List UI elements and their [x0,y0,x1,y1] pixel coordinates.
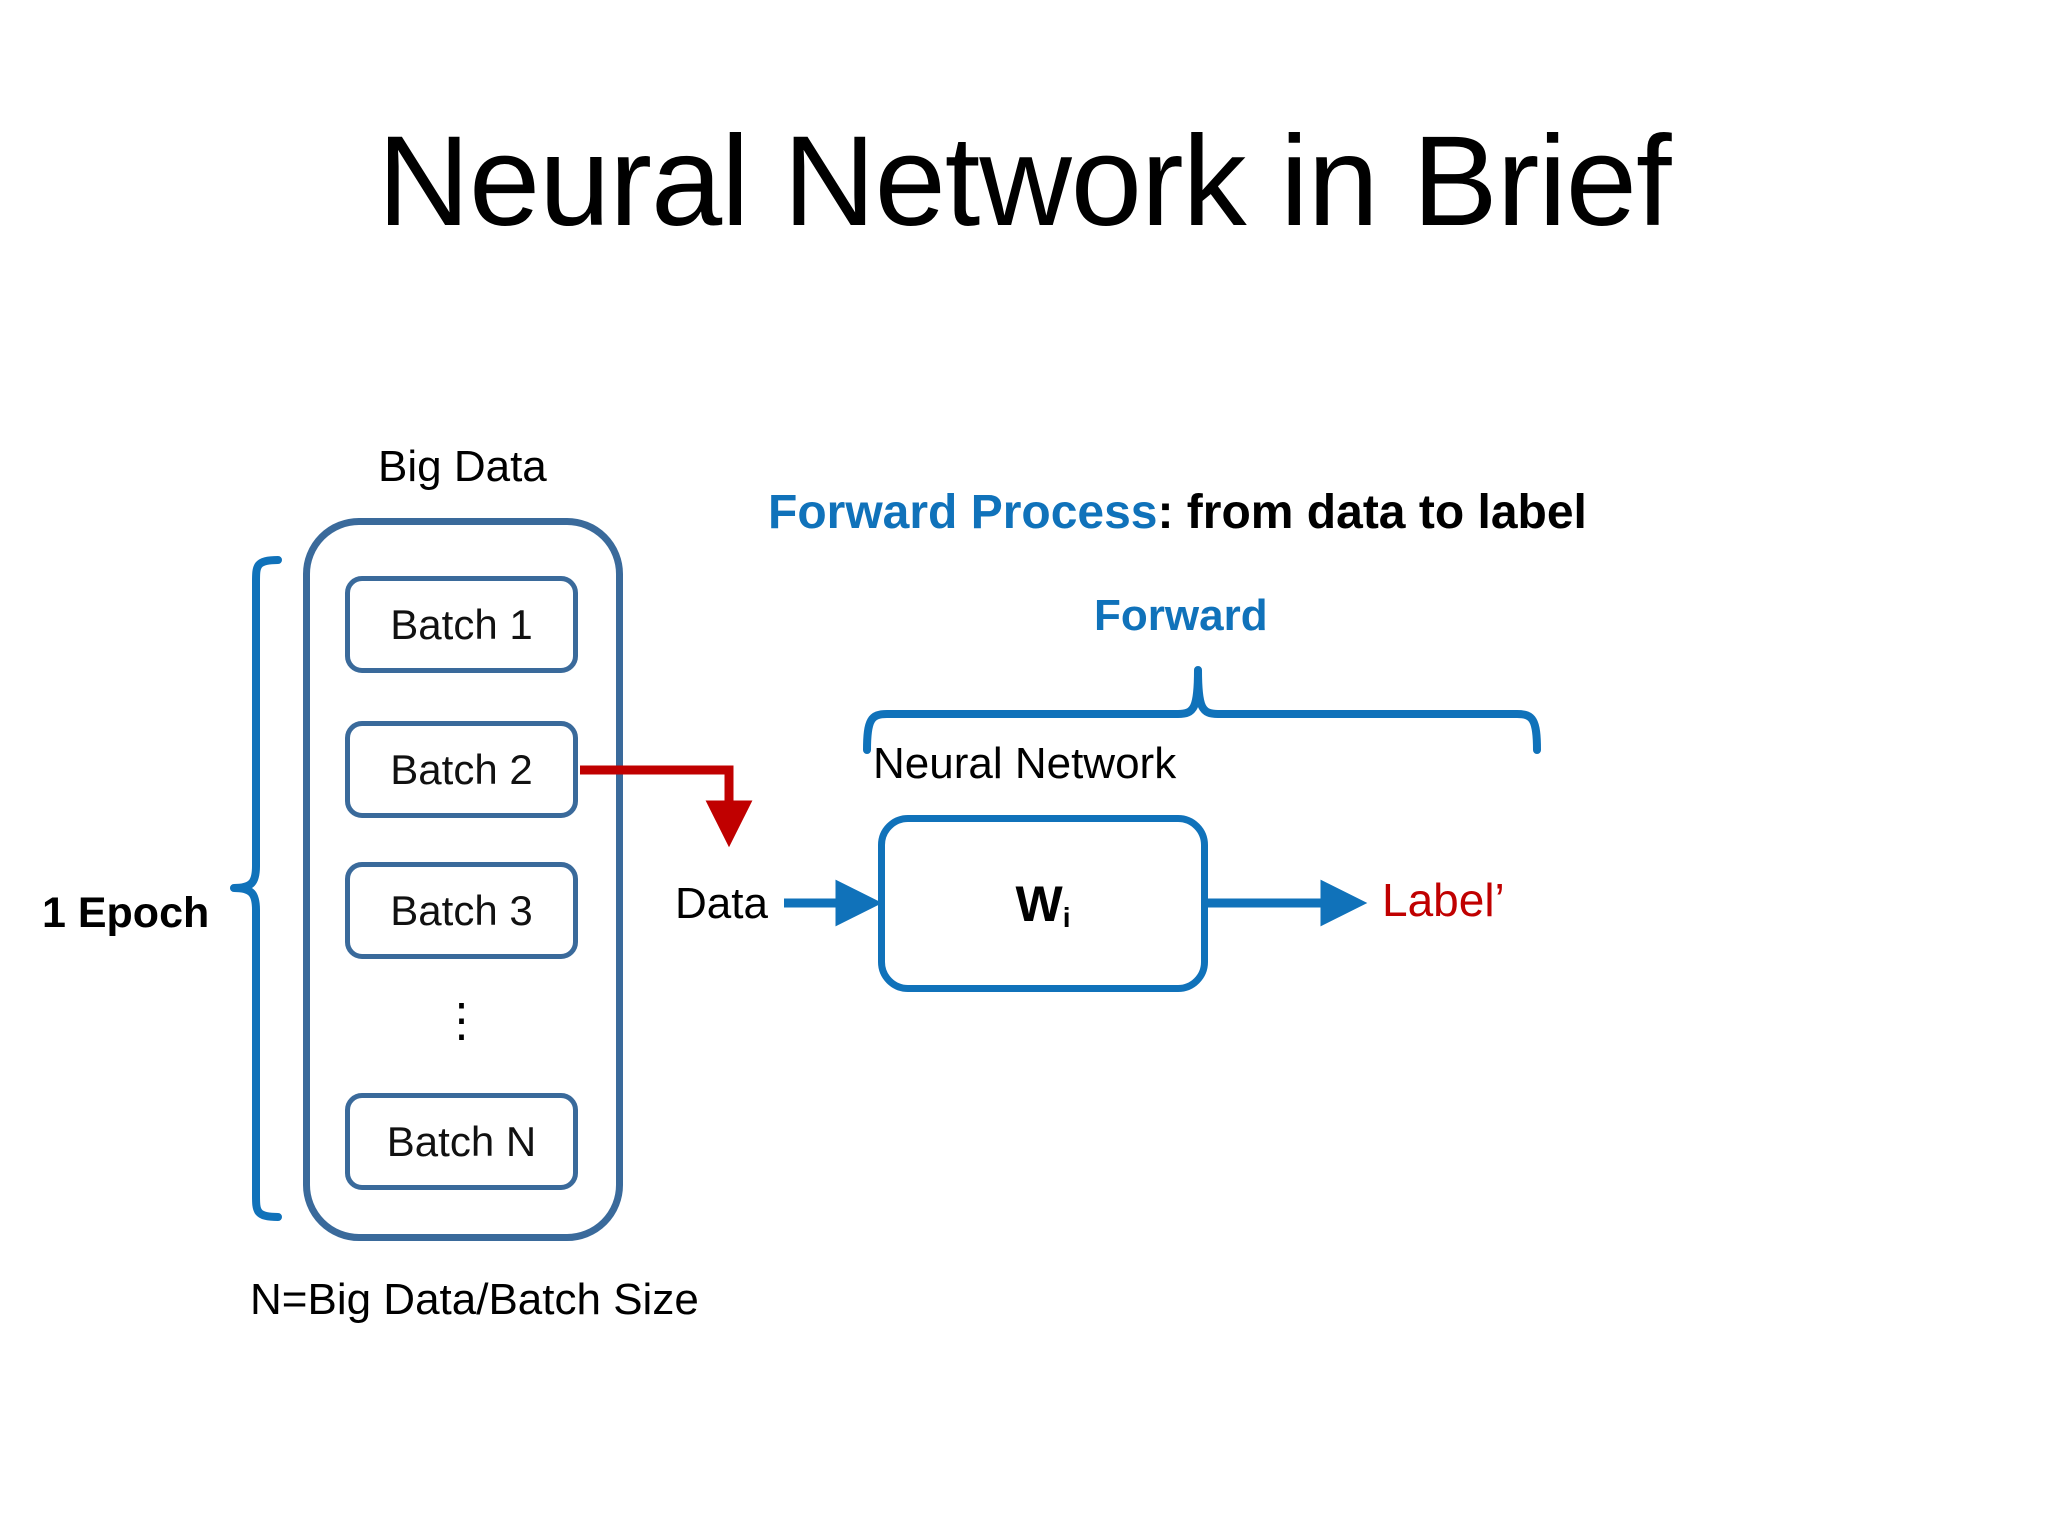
batch-box-2[interactable]: Batch 2 [345,721,578,818]
big-data-caption: N=Big Data/Batch Size [250,1275,699,1324]
epoch-bracket-icon [230,556,282,1221]
forward-process-heading-accent: Forward Process [768,486,1158,539]
output-label: Label’ [1382,874,1505,926]
weight-symbol-letter: W [1015,875,1063,932]
big-data-label: Big Data [378,442,547,491]
batch-ellipsis: ⋮ [438,994,485,1046]
neural-network-label: Neural Network [873,739,1177,788]
batch-box-n[interactable]: Batch N [345,1093,578,1190]
weight-symbol-subscript: i [1062,901,1071,933]
neural-network-box[interactable]: Wi [878,815,1208,992]
data-label: Data [675,879,768,928]
batch-box-1[interactable]: Batch 1 [345,576,578,673]
epoch-label: 1 Epoch [42,889,210,937]
weight-symbol: Wi [1015,875,1071,932]
forward-process-heading-rest: : from data to label [1157,486,1587,539]
forward-process-heading: Forward Process: from data to label [768,486,1587,540]
forward-brace-label: Forward [1094,591,1268,640]
forward-brace-icon [863,666,1541,754]
batch-box-3[interactable]: Batch 3 [345,862,578,959]
page-title: Neural Network in Brief [377,110,1672,253]
